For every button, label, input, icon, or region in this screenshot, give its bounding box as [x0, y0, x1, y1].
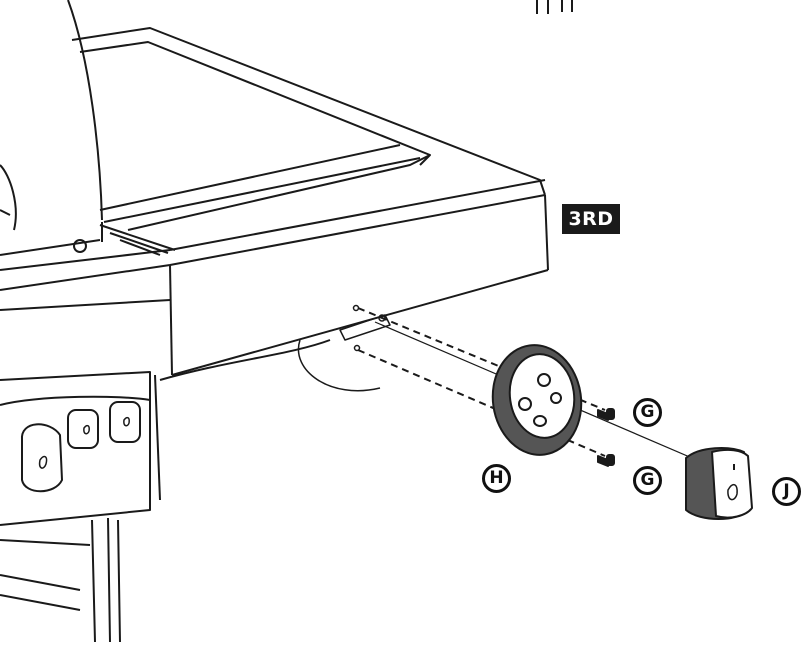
- screw-parts: [597, 408, 615, 467]
- part-callout-j: J: [772, 477, 801, 506]
- mount-area: [297, 304, 391, 392]
- part-callout-g-top: G: [633, 398, 662, 427]
- side-shelf: [0, 27, 549, 376]
- bezel-part: [491, 344, 583, 456]
- knob-part: [685, 447, 753, 520]
- grill-lid: [0, 0, 103, 231]
- top-rod: [536, 0, 573, 14]
- cart-frame: [0, 517, 121, 643]
- step-badge: 3RD: [562, 204, 620, 234]
- control-panel: [0, 339, 331, 526]
- part-callout-g-bottom: G: [633, 466, 662, 495]
- part-callout-h: H: [482, 464, 511, 493]
